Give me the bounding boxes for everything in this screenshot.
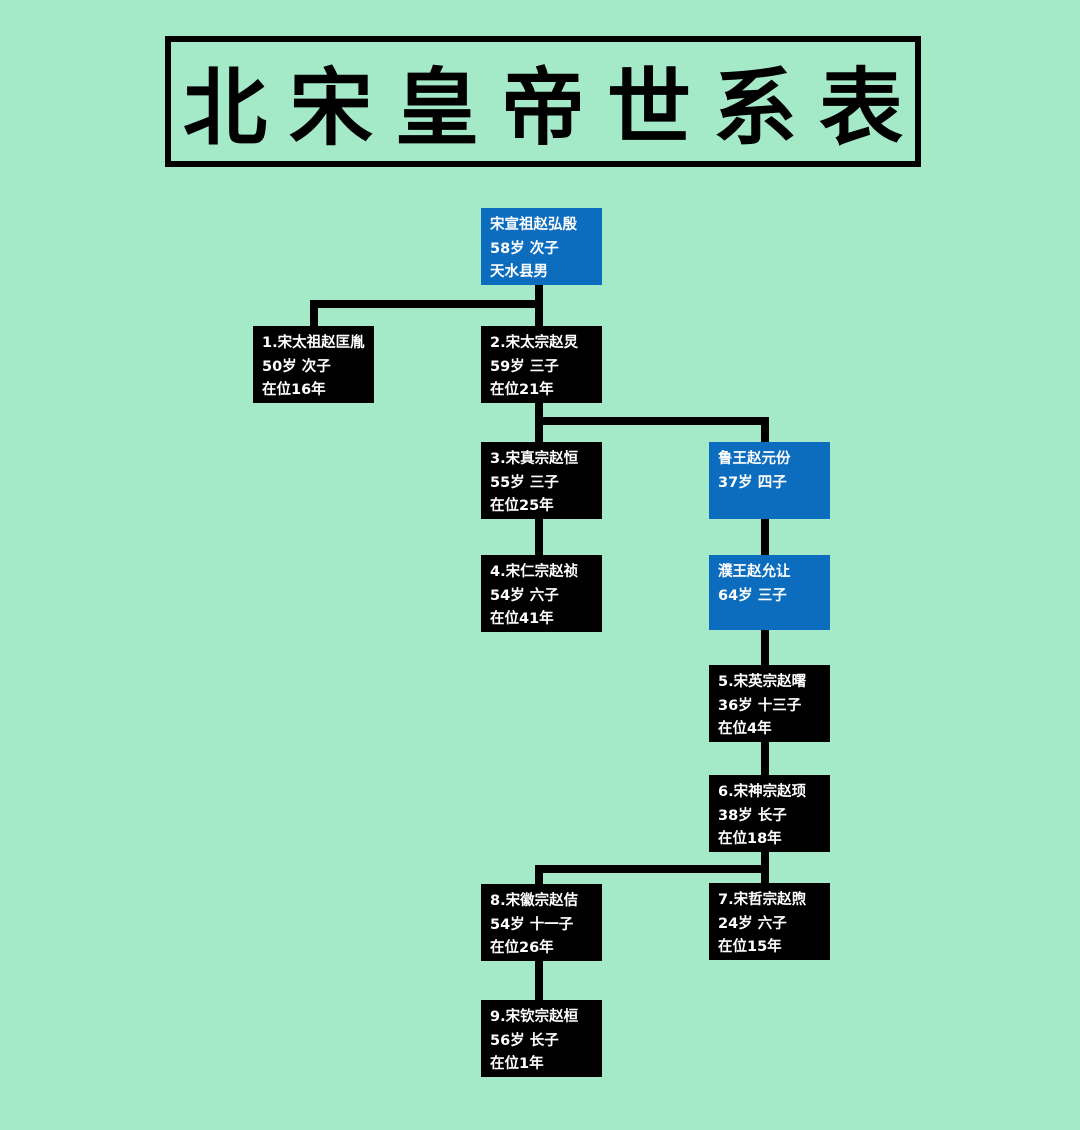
node-name: 9.宋钦宗赵桓 — [490, 1009, 579, 1025]
node-renzong: 4.宋仁宗赵祯 54岁 六子 在位41年 — [481, 555, 602, 632]
node-extra: 在位25年 — [490, 498, 554, 514]
node-qinzong: 9.宋钦宗赵桓 56岁 长子 在位1年 — [481, 1000, 602, 1077]
node-info: 58岁 次子 — [490, 240, 559, 257]
node-extra: 天水县男 — [490, 264, 548, 280]
node-info: 36岁 十三子 — [718, 697, 802, 714]
node-info: 59岁 三子 — [490, 358, 559, 375]
node-xuanzu: 宋宣祖赵弘殷 58岁 次子 天水县男 — [481, 208, 602, 285]
node-taizu: 1.宋太祖赵匡胤 50岁 次子 在位16年 — [253, 326, 374, 403]
node-taizong: 2.宋太宗赵炅 59岁 三子 在位21年 — [481, 326, 602, 403]
node-name: 宋宣祖赵弘殷 — [490, 217, 577, 233]
node-info: 64岁 三子 — [718, 587, 787, 604]
node-name: 8.宋徽宗赵佶 — [490, 893, 579, 909]
node-info: 54岁 六子 — [490, 587, 559, 604]
node-huizong: 8.宋徽宗赵佶 54岁 十一子 在位26年 — [481, 884, 602, 961]
node-luwang: 鲁王赵元份 37岁 四子 — [709, 442, 830, 519]
node-extra: 在位21年 — [490, 382, 554, 398]
node-extra: 在位18年 — [718, 831, 782, 847]
node-extra: 在位1年 — [490, 1056, 544, 1072]
node-name: 5.宋英宗赵曙 — [718, 674, 807, 690]
node-name: 濮王赵允让 — [718, 564, 791, 580]
node-yingzong: 5.宋英宗赵曙 36岁 十三子 在位4年 — [709, 665, 830, 742]
title-frame: 北宋皇帝世系表 — [165, 36, 921, 167]
node-extra: 在位26年 — [490, 940, 554, 956]
node-info: 50岁 次子 — [262, 358, 331, 375]
node-extra: 在位4年 — [718, 721, 772, 737]
node-name: 2.宋太宗赵炅 — [490, 335, 579, 351]
node-name: 鲁王赵元份 — [718, 451, 791, 467]
node-info: 56岁 长子 — [490, 1032, 559, 1049]
node-info: 24岁 六子 — [718, 915, 787, 932]
node-info: 38岁 长子 — [718, 807, 787, 824]
node-puwang: 濮王赵允让 64岁 三子 — [709, 555, 830, 630]
node-info: 55岁 三子 — [490, 474, 559, 491]
node-info: 54岁 十一子 — [490, 916, 574, 933]
node-zhenzong: 3.宋真宗赵恒 55岁 三子 在位25年 — [481, 442, 602, 519]
node-name: 6.宋神宗赵顼 — [718, 784, 807, 800]
node-extra: 在位41年 — [490, 611, 554, 627]
node-zhezong: 7.宋哲宗赵煦 24岁 六子 在位15年 — [709, 883, 830, 960]
node-extra: 在位15年 — [718, 939, 782, 955]
node-name: 1.宋太祖赵匡胤 — [262, 335, 365, 351]
node-shenzong: 6.宋神宗赵顼 38岁 长子 在位18年 — [709, 775, 830, 852]
node-extra: 在位16年 — [262, 382, 326, 398]
node-name: 7.宋哲宗赵煦 — [718, 892, 807, 908]
node-info: 37岁 四子 — [718, 474, 787, 491]
node-name: 3.宋真宗赵恒 — [490, 451, 579, 467]
chart-title: 北宋皇帝世系表 — [183, 59, 926, 157]
node-name: 4.宋仁宗赵祯 — [490, 564, 579, 580]
